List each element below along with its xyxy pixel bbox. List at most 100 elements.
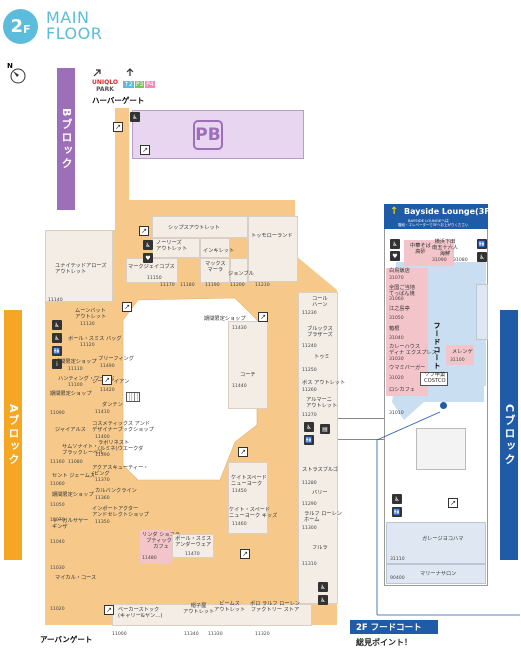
food-stall-group-top [404,240,454,266]
shop-michael-kors-label: マイカル・コース [55,575,97,581]
unit-31080: 31080 [453,258,468,263]
food-court-banner-title: 2F フードコート [356,623,422,633]
shop-bally-num: 11290 [302,502,317,507]
north-label: N [7,62,13,70]
bottom-shop-row [112,604,312,626]
escalator-icon: ↗ [122,302,132,312]
shop-johnbull [230,258,248,283]
shop-kate-spade [228,462,268,534]
info-icon: i [52,359,62,369]
food-shimoda-num: 31090 [432,258,447,263]
floor-letter: F [23,23,31,36]
locker-icon: ▤ [320,424,330,434]
food-court-label: フードコート [433,322,441,370]
shop-kate-spade-num: 11450 [232,489,247,494]
escalator-icon: ↗ [139,226,149,236]
shop-moonbat-label: ムーンバット アウトレット [75,308,107,320]
callout-line [376,411,520,616]
shop-popup4-label: 期間限定ショップ [204,316,246,322]
shop-marc-jacobs-num: 11150 [147,276,162,281]
food-hakone-num: 31040 [389,336,404,341]
shop-coach-label: コーチ [240,372,256,378]
unit-11070: 11080 [68,460,83,465]
unit-11040: 11070 [50,518,65,523]
shop-garage-yokohama-num: 31110 [390,557,405,562]
bayside-lounge-sub1: BAYSIDE LOUNGEへは [408,218,449,223]
food-enoshima-label: 江之島亭 [389,306,410,312]
restroom-icon: ♿ [390,239,400,249]
shop-briefing-num: 11490 [100,364,115,369]
unit-11180: 11180 [180,283,195,288]
shop-linda-chocolat-num: 11480 [142,556,157,561]
floor-title-line1: MAIN [46,8,90,27]
compass-icon [10,68,26,84]
food-shimoda-label: 横浜下田 南五十六人 海鮮 [432,239,458,257]
shop-ships [152,216,248,238]
shop-giars-label: ジャイアルス [55,427,86,433]
uniqlo-park-logo: UNIQLO PARK [92,79,118,93]
food-meringue-num: 31100 [450,358,465,363]
shop-danton-num: 11410 [95,410,110,415]
toilet-icon: 🚻 [392,507,402,517]
shop-tumi-label: トゥミ [314,354,330,360]
shop-moonbat-num: 11130 [80,322,95,327]
escalator-icon: ↗ [140,145,150,155]
shop-popup2-num: 11090 [50,411,65,416]
shop-garage-yokohama-label: ガレージヨコハマ [422,536,464,542]
wheelchair-icon: ♿ [477,252,487,262]
food-court-side-block [476,284,488,340]
food-hakucho-num: 31070 [389,276,404,281]
shop-hat-num: 11340 [184,632,199,637]
shop-united-arrows [45,230,113,302]
food-hakucho-label: 白鳥飯店 [389,268,410,274]
shop-labo-label: ラボリネスト (ルミネ)ウエークダ [98,440,144,452]
food-roshi-num: 31010 [389,411,404,416]
food-meringue-label: メレンゲ [452,349,473,355]
food-roshi-label: ロシカフェ [389,387,415,393]
shop-strasburgo-label: ストラスブルゴ [302,467,339,473]
shop-saint-james-label: セント ジェームス [52,473,95,479]
floor-badge-p3: P3 [134,81,145,88]
shop-ralph-home-label: ラルフ ローレン ホーム [304,511,342,523]
b-block-tag: Bブロック [57,68,75,210]
shop-polo-label: ポロ ラルフ ローレン ファクトリー ストア [250,601,300,613]
shop-beams-label: ビームス アウトレット [214,601,246,613]
shop-brooks-brothers-num: 11240 [302,344,317,349]
shop-paulsmith-underwear-label: ポール・スミス アンダーウェア [175,536,212,548]
food-teppan-num: 31060 [389,297,404,302]
floor-title: MAIN FLOOR [46,10,102,42]
you-are-here-marker [440,402,447,409]
shop-furla-num: 11310 [302,562,317,567]
floor-badge-p4: P4 [145,81,155,88]
escalator-icon: ↗ [240,549,250,559]
floor-title-line2: FLOOR [46,24,103,43]
shop-inkilet [200,238,230,258]
gate-arrows-icon [93,68,134,77]
food-teppan-label: 全国ご当地 てっぱん焼 [389,285,415,297]
unit-11010: 11020 [50,607,65,612]
north-corridor [115,108,129,208]
shop-hunting-world-label: ハンティング・ワールド [58,376,115,382]
food-takasago-label: 中華そば 高砂 [410,243,431,255]
shop-garage-yokohama [386,522,486,564]
shop-regal-label: リーガルサヤー ギンザ [52,518,89,530]
escalator-icon: ↗ [238,447,248,457]
c-block-tag: Cブロック [500,310,518,560]
up-arrow-icon: ↑ [390,206,399,217]
wheelchair-icon: ♿ [318,595,328,605]
shop-marina-salon [386,564,486,584]
food-court-banner [350,620,438,634]
floor-number: 2 [10,16,23,37]
shop-samsonite-label: サムソナイト・ ブラックレーベル [62,444,104,456]
shop-maxmara [200,258,230,283]
food-costco [420,372,448,386]
shop-popup1-num: 11110 [68,367,83,372]
shop-bally-label: バリー [312,490,328,496]
shop-aquascutum-label: アクアスキューティー・ (ピング [92,465,149,477]
wheelchair-icon: ♿ [52,333,62,343]
shop-polo-num: 11320 [255,632,270,637]
shop-bakerstock-num: 11000 [112,632,127,637]
toilet-icon: 🚻 [52,346,62,356]
